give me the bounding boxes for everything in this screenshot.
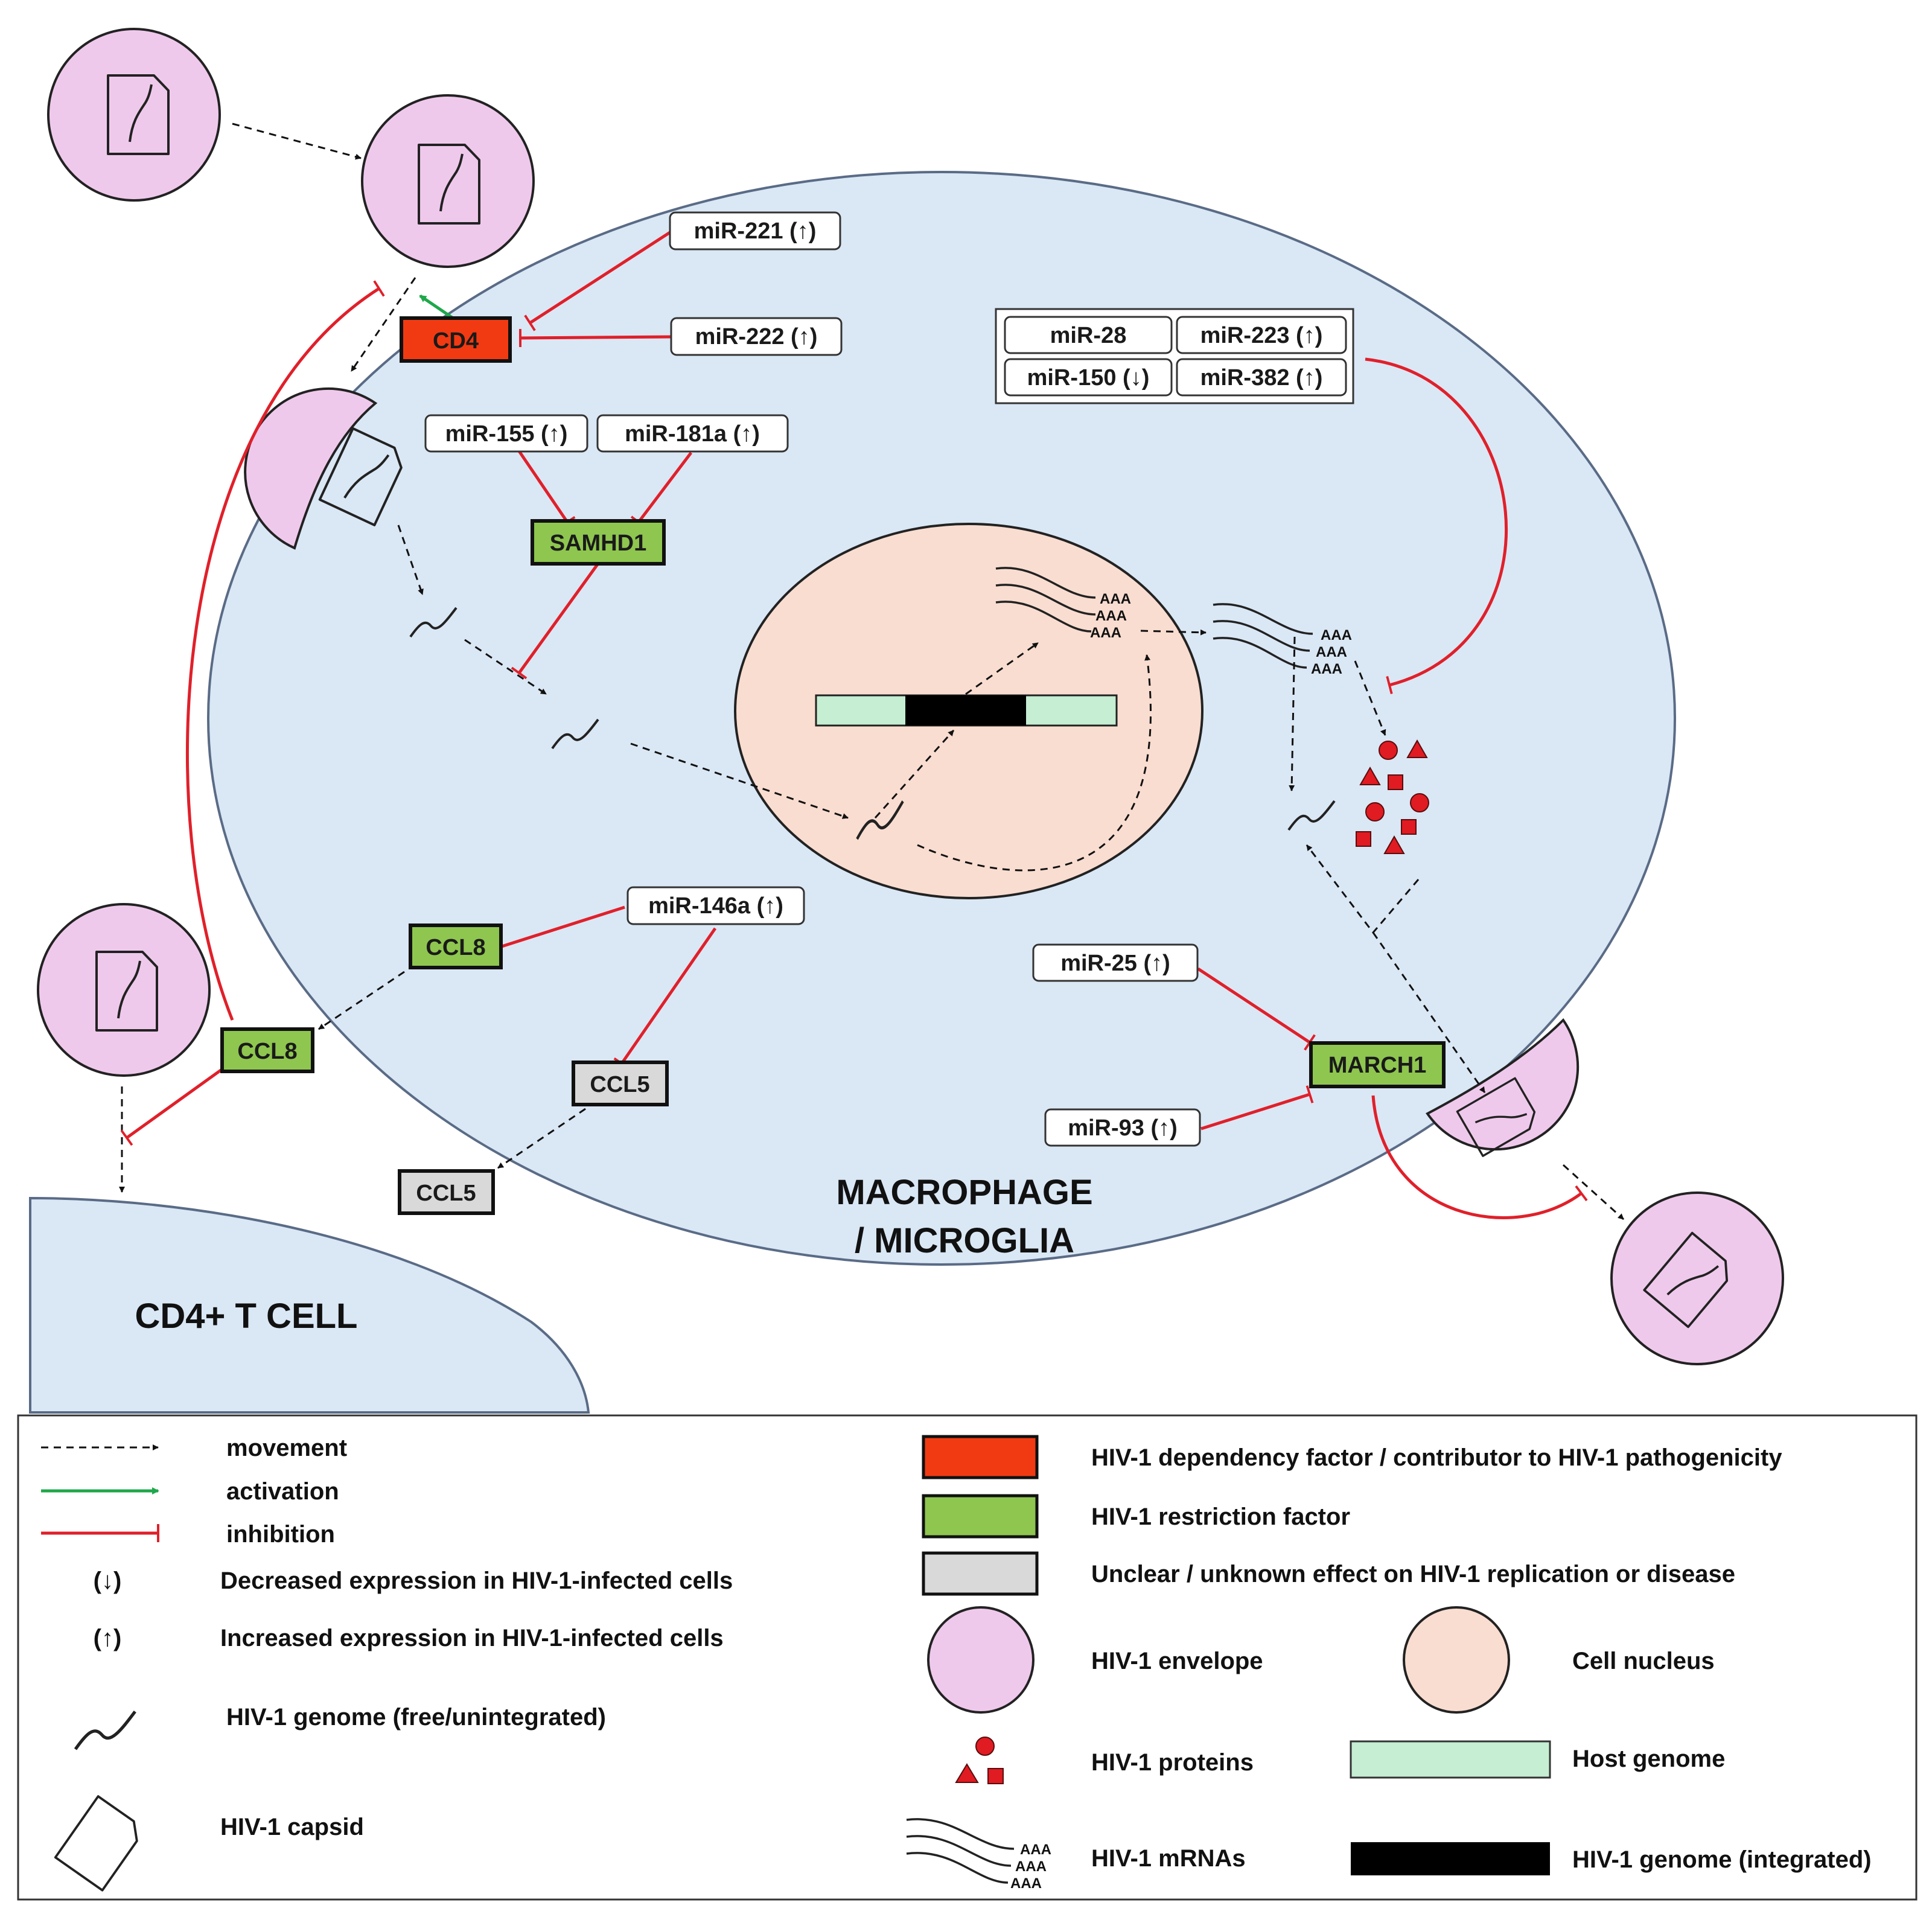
mirna-mir181a: miR-181a (↑)	[596, 414, 789, 453]
legend-proteins: HIV-1 proteins	[1091, 1749, 1254, 1776]
legend-proteins-symbol	[955, 1737, 1004, 1784]
legend-unclear-swatch	[922, 1551, 1039, 1596]
tcell-title: CD4+ T CELL	[135, 1297, 358, 1336]
hiv-mrnas-nucleus: AAA AAA AAA	[995, 567, 1131, 641]
hiv-envelope	[1610, 1191, 1784, 1365]
legend-host-genome: Host genome	[1572, 1746, 1725, 1772]
poly-a-label: AAA	[1020, 1842, 1051, 1858]
poly-a-label: AAA	[1316, 644, 1347, 660]
legend-nucleus-swatch	[1403, 1606, 1510, 1714]
svg-text:miR-181a (↑): miR-181a (↑)	[625, 421, 760, 447]
virion-fusing	[244, 388, 409, 550]
legend-nucleus: Cell nucleus	[1572, 1648, 1715, 1674]
legend-dependency: HIV-1 dependency factor / contributor to…	[1091, 1444, 1782, 1471]
hiv-mrnas-cytoplasm: AAA AAA AAA	[1213, 603, 1352, 677]
svg-text:CCL8: CCL8	[426, 935, 485, 960]
hiv-envelope	[37, 903, 211, 1077]
hiv-envelope	[361, 94, 535, 268]
legend-restriction-swatch	[922, 1494, 1039, 1539]
svg-text:miR-223 (↑): miR-223 (↑)	[1200, 323, 1323, 348]
hiv-proteins	[1356, 739, 1429, 854]
virion-4	[1610, 1191, 1784, 1365]
hiv-envelope	[244, 388, 378, 550]
svg-text:miR-155 (↑): miR-155 (↑)	[445, 421, 568, 447]
legend-inhibition: inhibition	[226, 1521, 335, 1548]
virion-2	[361, 94, 535, 268]
svg-text:CD4: CD4	[433, 328, 479, 354]
svg-text:CCL5: CCL5	[590, 1072, 649, 1097]
legend-activation: activation	[226, 1478, 339, 1505]
svg-text:SAMHD1: SAMHD1	[550, 531, 646, 556]
legend-dependency-swatch	[922, 1435, 1039, 1479]
mirna-mir155: miR-155 (↑)	[424, 414, 588, 453]
virion-budding	[1426, 1018, 1580, 1157]
svg-text:miR-25 (↑): miR-25 (↑)	[1060, 951, 1170, 976]
legend-genome-free: HIV-1 genome (free/unintegrated)	[226, 1704, 606, 1731]
virion-1	[47, 28, 221, 202]
legend-mrnas: HIV-1 mRNAs	[1091, 1845, 1246, 1872]
poly-a-label: AAA	[1100, 591, 1131, 607]
poly-a-label: AAA	[1015, 1858, 1047, 1875]
legend-restriction: HIV-1 restriction factor	[1091, 1504, 1350, 1530]
legend-genome-integrated: HIV-1 genome (integrated)	[1572, 1846, 1872, 1873]
legend-host-genome-swatch	[1350, 1740, 1551, 1779]
legend-capsid: HIV-1 capsid	[220, 1814, 364, 1840]
legend-unclear: Unclear / unknown effect on HIV-1 replic…	[1091, 1561, 1735, 1587]
legend-down-symbol: (↓)	[94, 1568, 122, 1594]
legend-capsid-symbol	[54, 1795, 138, 1892]
factor-ccl5-outer: CCL5	[398, 1169, 495, 1215]
factor-ccl5-inner: CCL5	[572, 1061, 669, 1106]
poly-a-label: AAA	[1321, 627, 1352, 643]
virion-3	[37, 903, 211, 1077]
mirna-group: miR-28 miR-223 (↑) miR-150 (↓) miR-382 (…	[995, 308, 1354, 404]
legend: movement activation inhibition (↓) Decre…	[17, 1414, 1918, 1901]
mirna-mir146a: miR-146a (↑)	[626, 886, 805, 925]
svg-text:miR-28: miR-28	[1050, 323, 1127, 348]
legend-up-text: Increased expression in HIV-1-infected c…	[220, 1625, 724, 1651]
movement-arrows	[119, 123, 1625, 1220]
factor-samhd1: SAMHD1	[531, 519, 666, 566]
svg-text:miR-150 (↓): miR-150 (↓)	[1027, 365, 1150, 391]
mirna-mir150: miR-150 (↓)	[1004, 358, 1173, 397]
mirna-mir25: miR-25 (↑)	[1032, 943, 1199, 982]
activation-arrow	[419, 294, 455, 321]
svg-text:miR-221 (↑): miR-221 (↑)	[694, 219, 817, 244]
factor-march1: MARCH1	[1309, 1041, 1446, 1088]
poly-a-label: AAA	[1095, 608, 1127, 624]
legend-up-symbol: (↑)	[94, 1625, 122, 1651]
factor-cd4: CD4	[400, 316, 512, 363]
tcell-membrane	[29, 1196, 590, 1414]
legend-envelope: HIV-1 envelope	[1091, 1648, 1263, 1674]
legend-envelope-swatch	[927, 1606, 1035, 1714]
poly-a-label: AAA	[1090, 625, 1121, 641]
mirna-mir382: miR-382 (↑)	[1176, 358, 1347, 397]
mirna-mir28: miR-28	[1004, 316, 1173, 354]
macrophage-title-2: / MICROGLIA	[855, 1221, 1074, 1260]
poly-a-label: AAA	[1010, 1875, 1042, 1892]
svg-text:miR-382 (↑): miR-382 (↑)	[1200, 365, 1323, 391]
svg-text:CCL8: CCL8	[237, 1039, 297, 1064]
factor-ccl8-inner: CCL8	[409, 924, 503, 969]
svg-text:miR-222 (↑): miR-222 (↑)	[695, 324, 818, 349]
mirna-mir221: miR-221 (↑)	[669, 211, 841, 250]
factor-ccl8-outer: CCL8	[220, 1027, 314, 1073]
inhibition-lines	[120, 231, 1588, 1219]
mirna-mir223: miR-223 (↑)	[1176, 316, 1347, 354]
svg-text:CCL5: CCL5	[416, 1181, 476, 1206]
mirna-mir93: miR-93 (↑)	[1044, 1108, 1201, 1147]
macrophage-title: MACROPHAGE	[836, 1173, 1092, 1212]
legend-mrnas-symbol: AAA AAA AAA	[906, 1818, 1051, 1892]
legend-movement: movement	[226, 1435, 347, 1461]
legend-down-text: Decreased expression in HIV-1-infected c…	[220, 1568, 733, 1594]
mirna-mir222: miR-222 (↑)	[670, 317, 843, 356]
svg-text:MARCH1: MARCH1	[1328, 1053, 1427, 1078]
hiv-envelope	[47, 28, 221, 202]
svg-text:miR-146a (↑): miR-146a (↑)	[648, 893, 783, 919]
hiv-genome-integrated	[905, 695, 1026, 726]
poly-a-label: AAA	[1311, 661, 1342, 677]
svg-text:miR-93 (↑): miR-93 (↑)	[1068, 1115, 1178, 1141]
legend-genome-integrated-swatch	[1351, 1842, 1550, 1875]
